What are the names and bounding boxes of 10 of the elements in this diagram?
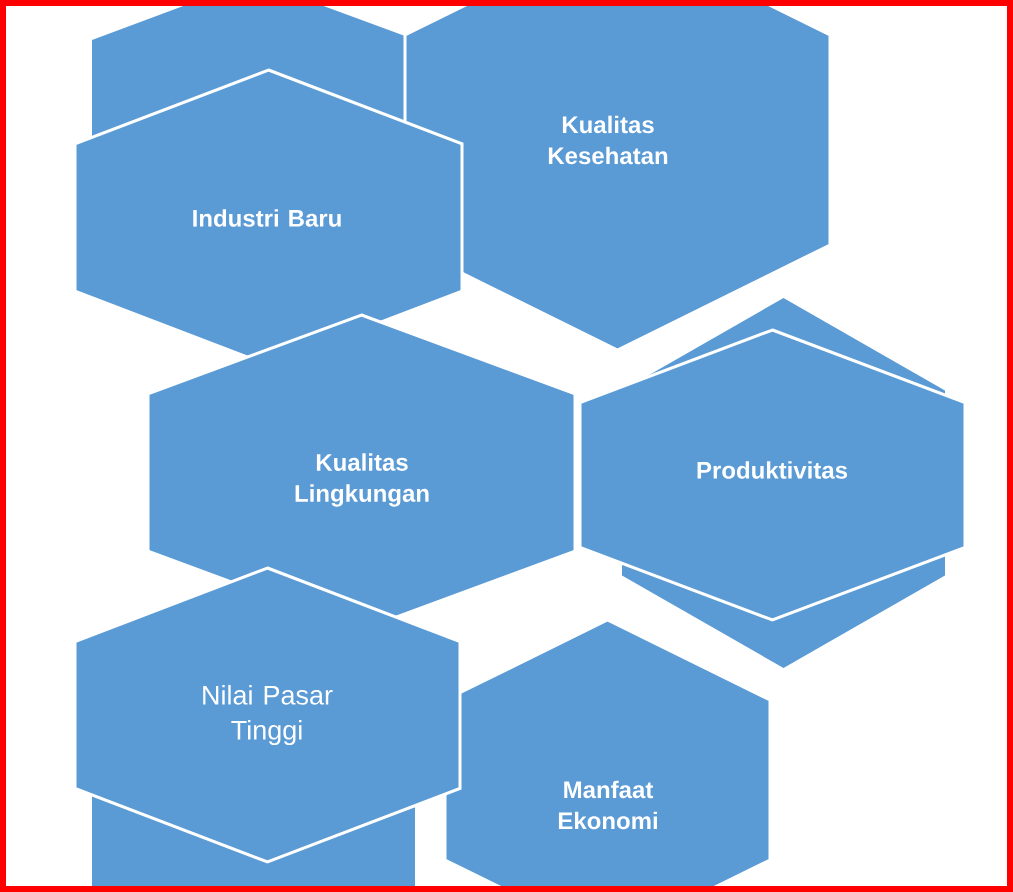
hexagon-box: Industri Baru (73, 68, 464, 367)
node-label: Kualitas Kesehatan (548, 115, 668, 165)
hexagon-shape (92, 3, 405, 137)
node-label: Nilai Pasar Tinggi (203, 684, 333, 746)
hexagon-box: Produktivitas (578, 328, 967, 622)
node-label: Manfaat Ekonomi (558, 780, 657, 830)
hexagon-box: Manfaat Ekonomi (443, 618, 772, 889)
hexagon-box: Kualitas Kesehatan (403, 3, 832, 352)
hexagon-box: Kualitas Lingkungan (146, 313, 577, 632)
hexagon-shape (92, 796, 415, 889)
